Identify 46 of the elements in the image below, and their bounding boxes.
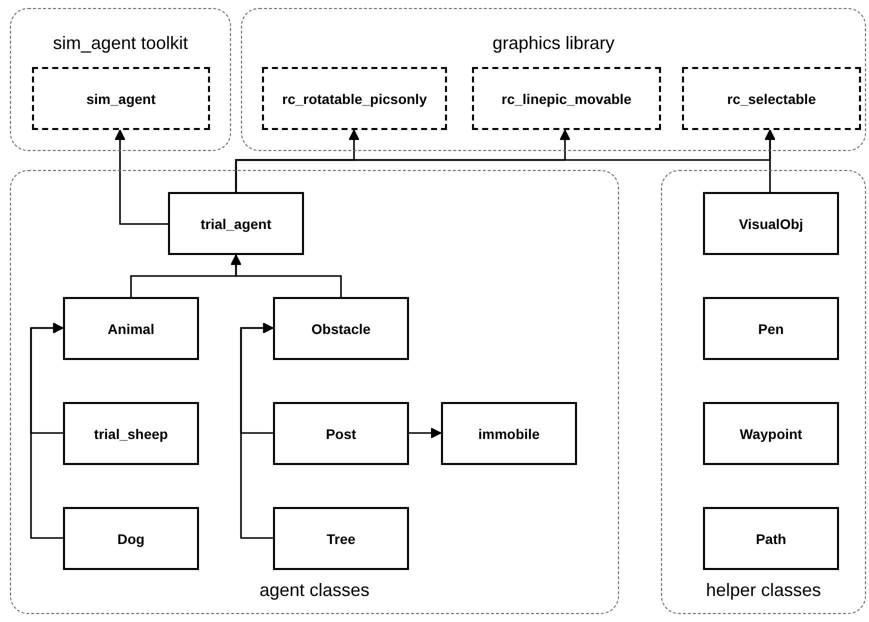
- class-name: rc_linepic_movable: [502, 90, 632, 106]
- arrow: [30, 322, 64, 539]
- class-box: [273, 297, 409, 360]
- arrow: [409, 428, 442, 438]
- class-name: Waypoint: [740, 426, 802, 442]
- arrow: [764, 130, 776, 192]
- class-box: [63, 402, 199, 465]
- class-name: rc_selectable: [727, 90, 816, 106]
- library-class-box: [262, 67, 447, 130]
- class-box: [703, 192, 839, 255]
- class-name: Path: [756, 530, 786, 546]
- group-title: graphics library: [491, 33, 616, 54]
- arrow: [114, 130, 168, 225]
- class-name: trial_agent: [200, 216, 272, 232]
- class-name: trial_sheep: [94, 426, 168, 442]
- class-name: rc_rotatable_picsonly: [282, 90, 427, 106]
- class-name: Dog: [117, 530, 145, 546]
- library-class-box: [32, 67, 210, 130]
- group-container: [10, 8, 231, 151]
- class-name: immobile: [478, 426, 540, 442]
- group-container: [661, 170, 866, 614]
- class-name: Animal: [108, 320, 154, 336]
- group-title: sim_agent toolkit: [52, 33, 190, 54]
- class-name: Obstacle: [311, 320, 371, 336]
- class-name: sim_agent: [86, 90, 156, 106]
- class-box: [273, 402, 409, 465]
- library-class-box: [682, 67, 861, 130]
- class-box: [703, 297, 839, 360]
- class-box: [168, 192, 304, 255]
- group-container: [10, 170, 619, 614]
- group-title: helper classes: [704, 580, 822, 601]
- class-name: VisualObj: [738, 216, 804, 232]
- class-box: [63, 507, 199, 570]
- library-class-box: [472, 67, 661, 130]
- class-name: Tree: [326, 530, 356, 546]
- group-container: [241, 8, 866, 151]
- arrow: [230, 254, 342, 297]
- class-box: [703, 402, 839, 465]
- class-box: [273, 507, 409, 570]
- class-box: [703, 507, 839, 570]
- group-title: agent classes: [258, 580, 371, 601]
- class-box: [441, 402, 577, 465]
- arrow: [240, 322, 274, 539]
- class-name: Post: [326, 426, 356, 442]
- class-box: [63, 297, 199, 360]
- class-name: Pen: [758, 320, 784, 336]
